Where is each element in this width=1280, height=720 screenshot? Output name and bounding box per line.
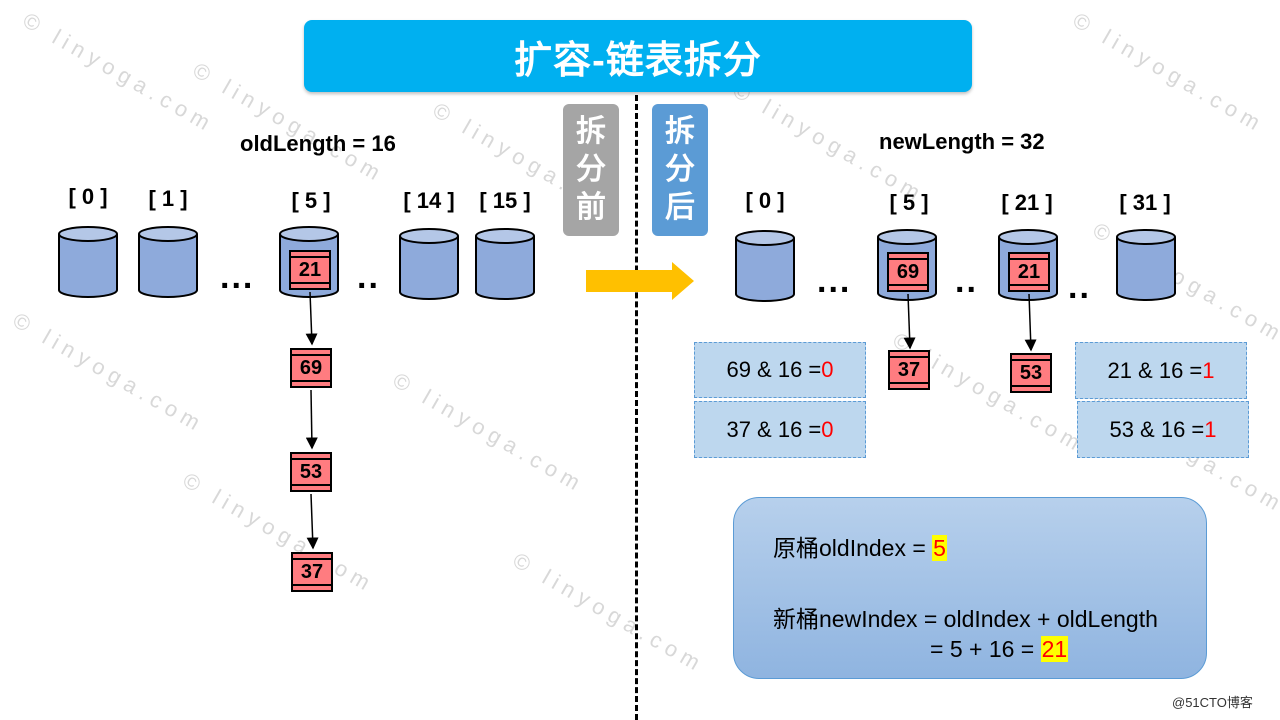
new-index-result-line: = 5 + 16 = 21 bbox=[930, 636, 1069, 663]
chain-arrow bbox=[903, 293, 916, 350]
bucket-icon bbox=[475, 228, 535, 300]
calc-result: 1 bbox=[1204, 416, 1217, 442]
source-credit: @51CTO博客 bbox=[1172, 695, 1253, 710]
chain-node: 53 bbox=[290, 452, 332, 492]
calc-box: 53 & 16 = 1 bbox=[1077, 401, 1249, 458]
chain-node: 37 bbox=[888, 350, 930, 390]
calc-expression: 69 & 16 = bbox=[726, 357, 822, 382]
bucket-icon bbox=[1116, 229, 1176, 301]
old-bucket-index: [ 14 ] bbox=[403, 188, 455, 213]
old-index-text: 原桶oldIndex = bbox=[773, 535, 933, 561]
calc-expression: 37 & 16 = bbox=[726, 416, 822, 442]
bucket-icon bbox=[58, 226, 118, 298]
phase-before-char: 分 bbox=[576, 153, 606, 186]
chain-arrow bbox=[306, 493, 319, 550]
new-index-calc: = 5 + 16 = bbox=[930, 636, 1041, 662]
old-bucket-index: [ 15 ] bbox=[479, 188, 531, 213]
new-bucket-index: [ 5 ] bbox=[889, 190, 929, 215]
old-bucket-index: [ 0 ] bbox=[68, 184, 108, 209]
ellipsis: ... bbox=[817, 262, 852, 300]
chain-arrow bbox=[1024, 293, 1037, 352]
phase-before-label: 拆 分 前 bbox=[563, 104, 619, 236]
chain-arrow bbox=[305, 389, 318, 450]
phase-after-char: 后 bbox=[665, 191, 695, 224]
old-bucket-index: [ 5 ] bbox=[291, 188, 331, 213]
center-divider bbox=[635, 95, 638, 720]
new-bucket-index: [ 31 ] bbox=[1119, 190, 1171, 215]
calc-box: 69 & 16 = 0 bbox=[694, 342, 866, 398]
phase-before-char: 拆 bbox=[576, 115, 606, 148]
ellipsis: ... bbox=[220, 258, 255, 296]
ellipsis: .. bbox=[357, 258, 380, 296]
phase-after-char: 拆 bbox=[665, 115, 695, 148]
new-bucket-index: [ 0 ] bbox=[745, 188, 785, 213]
bucket-icon bbox=[735, 230, 795, 302]
chain-node: 37 bbox=[291, 552, 333, 592]
old-length-label: oldLength = 16 bbox=[240, 131, 396, 156]
old-bucket-index: [ 1 ] bbox=[148, 186, 188, 211]
calc-result: 1 bbox=[1202, 357, 1215, 383]
bucket-icon bbox=[138, 226, 198, 298]
old-index-line: 原桶oldIndex = 5 bbox=[773, 529, 947, 563]
new-index-formula: 新桶newIndex = oldIndex + oldLength bbox=[773, 606, 1158, 632]
new-bucket-index: [ 21 ] bbox=[1001, 190, 1053, 215]
calc-result: 0 bbox=[821, 357, 834, 382]
calc-expression: 21 & 16 = bbox=[1107, 357, 1203, 383]
new-length-label: newLength = 32 bbox=[879, 129, 1045, 154]
new-index-value: 21 bbox=[1040, 636, 1069, 662]
index-formula-box: 原桶oldIndex = 5 新桶newIndex = oldIndex + o… bbox=[733, 497, 1207, 679]
chain-node: 69 bbox=[290, 348, 332, 388]
transition-arrow-icon bbox=[586, 262, 694, 300]
chain-node: 21 bbox=[289, 250, 331, 290]
calc-expression: 53 & 16 = bbox=[1109, 416, 1205, 442]
chain-node: 53 bbox=[1010, 353, 1052, 393]
diagram-title: 扩容-链表拆分 bbox=[304, 20, 972, 92]
calc-box: 37 & 16 = 0 bbox=[694, 401, 866, 458]
phase-after-char: 分 bbox=[665, 153, 695, 186]
phase-before-char: 前 bbox=[576, 191, 606, 224]
chain-arrow bbox=[305, 291, 318, 346]
bucket-icon bbox=[399, 228, 459, 300]
old-index-value: 5 bbox=[932, 535, 947, 561]
phase-after-label: 拆 分 后 bbox=[652, 104, 708, 236]
ellipsis: .. bbox=[955, 262, 978, 300]
ellipsis: .. bbox=[1068, 268, 1091, 306]
calc-result: 0 bbox=[821, 416, 834, 442]
chain-node: 21 bbox=[1008, 252, 1050, 292]
chain-node: 69 bbox=[887, 252, 929, 292]
calc-box: 21 & 16 = 1 bbox=[1075, 342, 1247, 399]
